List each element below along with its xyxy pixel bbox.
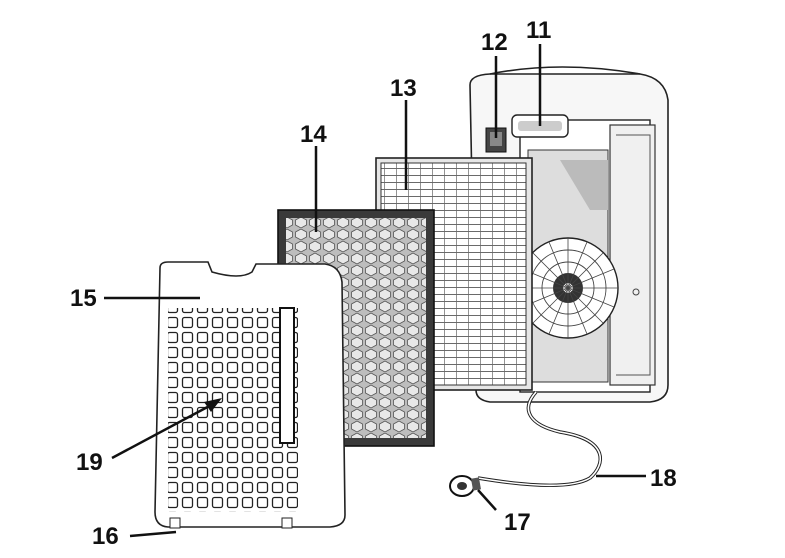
- callout-13: 13: [390, 75, 417, 102]
- callout-11: 11: [526, 17, 551, 44]
- callout-labels: 11 12 13 14 15 16 17 18 19: [70, 17, 677, 550]
- leader-17: [477, 489, 497, 511]
- front-panel: [154, 261, 346, 529]
- callout-19: 19: [76, 449, 103, 476]
- leader-lines: [104, 44, 646, 538]
- power-plug: [449, 475, 481, 497]
- callout-17: 17: [504, 509, 531, 536]
- fan-grille: [517, 237, 619, 339]
- arrow-19-head: [204, 398, 222, 412]
- callout-14: 14: [300, 121, 327, 148]
- callout-16: 16: [92, 523, 119, 550]
- power-cord: [477, 390, 603, 487]
- leader-19: [111, 401, 216, 460]
- sensor-part: [485, 127, 507, 153]
- callout-15: 15: [70, 285, 97, 312]
- leader-16: [129, 530, 177, 538]
- callout-18: 18: [650, 465, 677, 492]
- callout-12: 12: [481, 29, 508, 56]
